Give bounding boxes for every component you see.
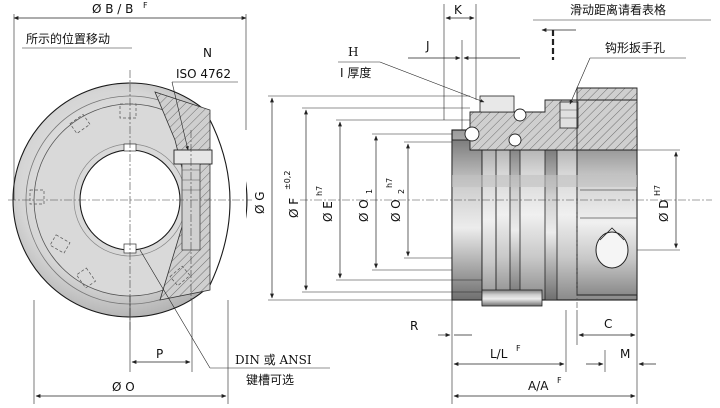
dim-l-label: L/L xyxy=(490,347,508,361)
dim-o1-label: Ø O xyxy=(357,199,371,222)
dim-c-label: C xyxy=(604,317,612,331)
front-dimensions: Ø B / B F 所示的位置移动 N ISO 4762 P Ø O DIN 或… xyxy=(13,1,330,404)
dim-m-label: M xyxy=(620,347,630,361)
dim-g-label: Ø G xyxy=(253,191,267,214)
dim-j-label: J xyxy=(425,39,430,53)
position-note: 所示的位置移动 xyxy=(26,31,110,46)
dim-e-label: Ø E xyxy=(321,201,335,222)
dim-f-label: Ø F xyxy=(287,198,301,218)
dim-o-label: Ø O xyxy=(112,380,135,394)
dim-f-tol: ±0,2 xyxy=(283,171,292,190)
front-view xyxy=(8,70,252,330)
cap-screw xyxy=(173,149,213,165)
iso-label: ISO 4762 xyxy=(176,67,231,81)
dim-l-sup: F xyxy=(516,344,521,353)
slide-note: 滑动距离请看表格 xyxy=(570,2,666,17)
dim-d-label: Ø D xyxy=(657,200,671,223)
side-view xyxy=(300,30,712,308)
dim-d-tol: H7 xyxy=(653,185,662,196)
dim-e-tol: h7 xyxy=(315,186,324,196)
dim-o2-tol: h7 xyxy=(385,178,394,188)
dim-b-label: Ø B / B xyxy=(92,2,133,16)
wrench-hole-note: 钩形扳手孔 xyxy=(605,41,665,55)
screw-n-label: N xyxy=(203,46,212,60)
dim-a-sup: F xyxy=(557,376,562,385)
dim-b-sup: F xyxy=(143,1,148,10)
dim-k-label: K xyxy=(454,3,463,17)
dim-p-label: P xyxy=(156,347,163,361)
side-dimensions: K J H I 厚度 滑动距离请看表格 钩形扳手孔 Ø G Ø F ±0,2 xyxy=(253,2,711,404)
dim-r-label: R xyxy=(410,319,418,333)
dim-o2-label: Ø O xyxy=(389,199,403,222)
keyway-note-1: DIN 或 ANSI xyxy=(235,353,312,367)
dim-o1-sub: 1 xyxy=(365,189,374,194)
keyway-note-2: 键槽可选 xyxy=(246,373,294,387)
dim-o2-sub: 2 xyxy=(397,189,406,194)
dim-h-label: H xyxy=(348,45,358,59)
dim-i-label: I 厚度 xyxy=(340,65,371,80)
dim-a-label: A/A xyxy=(528,379,549,393)
wrench-hole xyxy=(595,231,629,269)
